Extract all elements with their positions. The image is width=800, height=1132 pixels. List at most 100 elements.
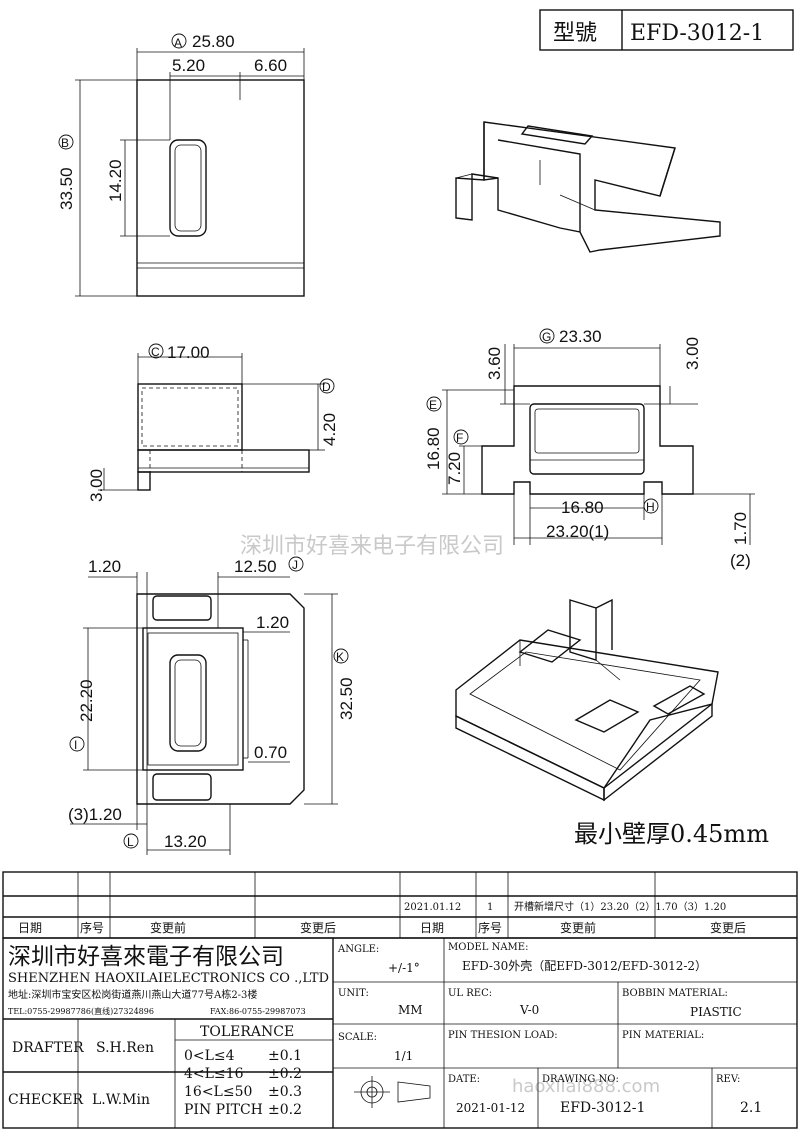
dim-h: 16.80: [561, 498, 604, 517]
letter-b: B: [61, 136, 69, 150]
tol-range-2: 4<L≤16: [184, 1066, 244, 1082]
dim-a: 25.80: [192, 32, 235, 51]
iso-view-bottom: [455, 598, 719, 802]
rev-value: 2.1: [740, 1100, 762, 1116]
company-fax: FAX:86-0755-29987073: [210, 1007, 306, 1016]
watermark-text: 深圳市好喜来电子有限公司: [240, 534, 504, 559]
dim-c: 17.00: [167, 343, 210, 362]
bobbin-value: PIASTIC: [690, 1005, 742, 1019]
ul-label: UL REC:: [448, 988, 492, 999]
dim-bot-right-top: 1.20: [256, 613, 289, 632]
dim-d: 4.20: [320, 413, 339, 446]
pin-load-label: PIN THESION LOAD:: [448, 1030, 558, 1041]
dim-k: 32.50: [337, 677, 356, 720]
tol-range-1: 0<L≤4: [184, 1048, 235, 1064]
drafter-label: DRAFTER: [12, 1040, 84, 1056]
tol-value-1: ±0.1: [268, 1048, 302, 1064]
rev-no: 1: [487, 902, 493, 913]
hdr-no-1: 序号: [80, 920, 104, 935]
tol-value-3: ±0.3: [268, 1084, 302, 1100]
dim-i: 22.20: [77, 679, 96, 722]
rev-date: 2021.01.12: [404, 902, 461, 913]
tol-value-2: ±0.2: [268, 1066, 302, 1082]
tol-range-4: PIN PITCH: [184, 1102, 263, 1118]
date-label: DATE:: [448, 1074, 480, 1085]
date-value: 2021-01-12: [456, 1101, 525, 1115]
letter-e: E: [429, 398, 437, 412]
dim-top-right: 6.60: [254, 56, 287, 75]
scale-label: SCALE:: [338, 1032, 377, 1043]
drawing-value: EFD-3012-1: [560, 1100, 645, 1116]
model-label: 型號: [553, 21, 597, 46]
projection-symbol: [354, 1076, 431, 1108]
dim-2: (2): [730, 551, 751, 570]
letter-a: A: [174, 36, 182, 50]
checker-label: CHECKER: [8, 1092, 84, 1108]
bottom-view: 1.20 12.50 J 1.20 22.20 I K 32.50 0.70 (…: [68, 556, 356, 855]
company-name-cn: 深圳市好喜來電子有限公司: [8, 944, 284, 970]
letter-h: H: [646, 500, 655, 514]
drafter-value: S.H.Ren: [96, 1040, 154, 1056]
unit-label: UNIT:: [338, 988, 369, 999]
model-header: 型號 EFD-3012-1: [539, 9, 794, 51]
hdr-before-1: 变更前: [150, 920, 186, 935]
hdr-date-2: 日期: [420, 921, 444, 935]
rev-desc: 开槽新增尺寸（1）23.20（2）1.70（3）1.20: [514, 900, 726, 913]
ul-value: V-0: [519, 1003, 539, 1017]
letter-g: G: [542, 330, 551, 344]
tol-value-4: ±0.2: [268, 1102, 302, 1118]
front-view: G 23.30 3.60 3.00 E 16.80 F 7.20 16.80 H…: [424, 327, 755, 570]
dim-e: 16.80: [424, 427, 443, 470]
dim-2-val: 1.70: [731, 512, 750, 545]
company-tel: TEL:0755-29987786(直线)27324896: [8, 1006, 154, 1016]
scale-value: 1/1: [394, 1049, 413, 1063]
pin-mat-label: PIN MATERIAL:: [622, 1030, 704, 1041]
company-address: 地址:深圳市宝安区松岗街道燕川燕山大道77号A栋2-3楼: [8, 988, 257, 1001]
revision-table: 2021.01.12 1 开槽新增尺寸（1）23.20（2）1.70（3）1.2…: [2, 871, 798, 939]
bobbin-label: BOBBIN MATERIAL:: [622, 988, 728, 999]
company-name-en: SHENZHEN HAOXILAIELECTRONICS CO .,LTD: [8, 971, 329, 986]
dim-bot-right-mid: 0.70: [254, 743, 287, 762]
letter-k: K: [336, 650, 344, 664]
hdr-date-1: 日期: [18, 921, 42, 935]
tolerance-label: TOLERANCE: [200, 1024, 294, 1040]
dim-front-right: 3.00: [683, 337, 702, 370]
title-block: 深圳市好喜來電子有限公司 SHENZHEN HAOXILAIELECTRONIC…: [2, 937, 798, 1129]
side-view: C 17.00 D 4.20 3.00: [87, 343, 339, 502]
tol-range-3: 16<L≤50: [184, 1084, 252, 1100]
dim-front-left: 3.60: [485, 347, 504, 380]
watermark-site: haoxilai888.com: [512, 1076, 660, 1097]
model-value: EFD-3012-1: [630, 21, 764, 46]
model-name-label: MODEL NAME:: [448, 942, 528, 953]
dim-l: 13.20: [164, 832, 207, 851]
angle-label: ANGLE:: [337, 944, 379, 955]
letter-f: F: [456, 431, 463, 445]
drawing-label: DRAWING NO:: [542, 1074, 619, 1085]
hdr-after-2: 变更后: [710, 920, 746, 935]
hdr-before-2: 变更前: [560, 920, 596, 935]
min-wall-note: 最小壁厚0.45mm: [574, 820, 769, 848]
top-view: A 25.80 5.20 6.60 B 33.50 14.20: [57, 32, 305, 297]
letter-l: L: [127, 835, 134, 849]
rev-label: REV:: [716, 1074, 740, 1085]
letter-c: C: [151, 345, 160, 359]
dim-f: 7.20: [445, 452, 464, 485]
hdr-no-2: 序号: [478, 920, 502, 935]
letter-d: D: [322, 380, 331, 394]
dim-3: (3)1.20: [68, 805, 122, 824]
unit-value: MM: [398, 1003, 423, 1017]
dim-1: 23.20(1): [546, 522, 609, 541]
dim-top-left: 5.20: [172, 56, 205, 75]
checker-value: L.W.Min: [92, 1092, 150, 1108]
letter-i: I: [74, 738, 77, 752]
letter-j: J: [292, 558, 298, 572]
angle-value: +/-1°: [388, 961, 420, 975]
dim-top-slot: 14.20: [106, 159, 125, 202]
dim-j: 12.50: [234, 557, 277, 576]
dim-g: 23.30: [559, 327, 602, 346]
dim-b: 33.50: [57, 167, 76, 210]
iso-view-top: [455, 121, 721, 253]
hdr-after-1: 变更后: [300, 920, 336, 935]
model-name-value: EFD-30外壳（配EFD-3012/EFD-3012-2）: [462, 959, 707, 973]
